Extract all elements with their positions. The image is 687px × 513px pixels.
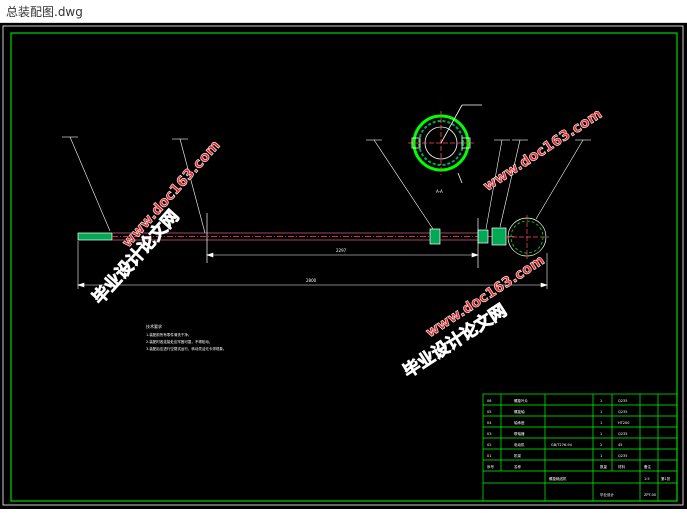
section-label: A-A bbox=[436, 189, 443, 194]
section-view-aa[interactable] bbox=[408, 104, 482, 184]
header-no: 序号 bbox=[487, 464, 495, 469]
part-name-6: 机架 bbox=[514, 453, 522, 458]
school-name: 毕业设计 bbox=[600, 492, 614, 497]
part-mat-3: HT200 bbox=[618, 421, 629, 425]
part-name-4: 联轴器 bbox=[514, 431, 525, 436]
part-mat-5: 45 bbox=[618, 443, 622, 447]
leader-lines bbox=[62, 136, 591, 234]
coupling-part bbox=[477, 229, 489, 244]
header-name: 名称 bbox=[514, 464, 522, 469]
note-line-1: 1.装配前所有零件清洗干净。 bbox=[146, 332, 191, 337]
part-no-5: 02 bbox=[487, 443, 491, 447]
part-qty-2: 1 bbox=[600, 410, 602, 414]
window-titlebar: 总装配图.dwg bbox=[0, 0, 687, 23]
window-title: 总装配图.dwg bbox=[6, 5, 83, 19]
notes-title: 技术要求 bbox=[146, 323, 162, 329]
coupling-part-2 bbox=[491, 227, 507, 246]
header-remark: 备注 bbox=[644, 464, 652, 469]
cad-drawing-canvas[interactable]: 2800 2297 A-A 技术要求 1.装配前所有零件清洗干净。 2.装配时各… bbox=[0, 23, 687, 509]
part-no-4: 03 bbox=[487, 432, 491, 436]
part-mat-2: Q235 bbox=[618, 410, 627, 414]
shaft-left-end bbox=[77, 232, 113, 241]
shaft-assembly[interactable] bbox=[77, 213, 549, 268]
part-qty-5: 2 bbox=[600, 443, 602, 447]
watermark-url-1: www.doc163.com bbox=[119, 138, 223, 251]
header-qty: 数量 bbox=[600, 464, 608, 469]
part-name-5: 电动机 bbox=[514, 442, 525, 447]
part-mat-4: Q235 bbox=[618, 432, 627, 436]
inner-frame bbox=[10, 32, 678, 502]
part-name-2: 螺旋轴 bbox=[514, 409, 525, 414]
part-mat-1: Q235 bbox=[618, 399, 627, 403]
title-block-text: 06 螺旋叶片 1 Q235 05 螺旋轴 1 Q235 04 轴承座 1 HT… bbox=[487, 398, 671, 497]
part-standard: GB/T276-94 bbox=[551, 443, 573, 447]
part-qty-1: 1 bbox=[600, 399, 602, 403]
part-qty-4: 1 bbox=[600, 432, 602, 436]
part-name-1: 螺旋叶片 bbox=[514, 398, 528, 403]
part-name-3: 轴承座 bbox=[514, 420, 525, 425]
dim-total-length: 2800 bbox=[306, 278, 317, 283]
part-no-3: 04 bbox=[487, 421, 492, 425]
part-no-6: 01 bbox=[487, 454, 491, 458]
technical-notes: 技术要求 1.装配前所有零件清洗干净。 2.装配时各连接处应牢固可靠，不得松动。… bbox=[146, 323, 226, 351]
part-no-2: 05 bbox=[487, 410, 491, 414]
scale-value: 1:5 bbox=[644, 477, 650, 481]
shaft-bearing bbox=[429, 228, 441, 245]
watermark-top: www.doc163.com bbox=[480, 106, 606, 195]
sheet-value: 第1张 bbox=[661, 476, 671, 481]
part-no-1: 06 bbox=[487, 399, 491, 403]
watermark-left: 毕业设计论文网 www.doc163.com bbox=[88, 137, 224, 308]
outer-frame bbox=[2, 25, 684, 506]
drawing-name: 螺旋输送机 bbox=[549, 476, 567, 481]
note-line-2: 2.装配时各连接处应牢固可靠，不得松动。 bbox=[146, 339, 212, 344]
note-line-3: 3.装配后应进行空载试运行，转动灵活无卡滞现象。 bbox=[146, 346, 226, 351]
part-qty-6: 1 bbox=[600, 454, 602, 458]
watermark-url-3: www.doc163.com bbox=[481, 106, 606, 195]
part-qty-3: 1 bbox=[600, 421, 602, 425]
part-mat-6: Q235 bbox=[618, 454, 627, 458]
dim-inner-length: 2297 bbox=[336, 248, 347, 253]
header-mat: 材料 bbox=[618, 464, 626, 469]
watermark-right: 毕业设计论文网 www.doc163.com bbox=[399, 252, 548, 382]
title-block[interactable] bbox=[482, 393, 678, 502]
dimensions bbox=[77, 241, 548, 289]
drawing-no: ZPT-00 bbox=[644, 493, 656, 497]
